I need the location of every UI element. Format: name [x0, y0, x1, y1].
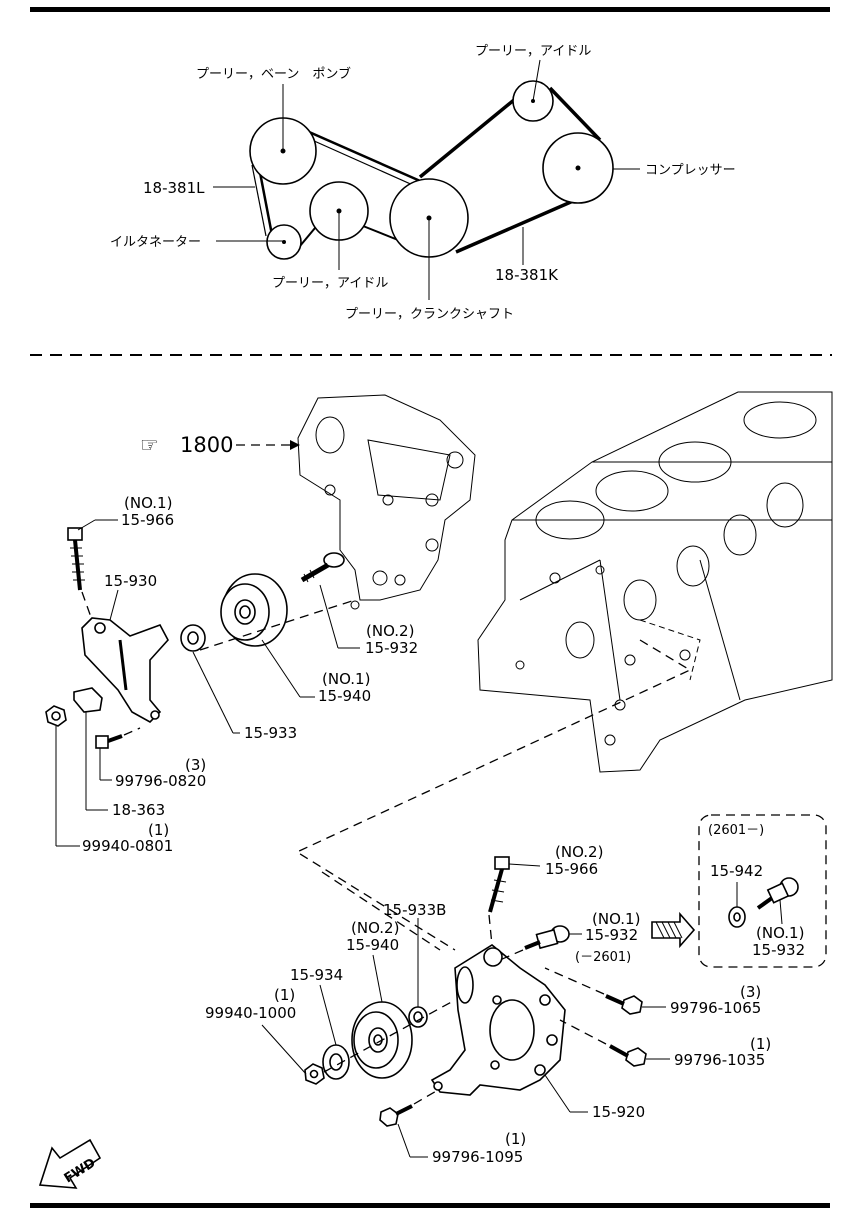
label-idle-pulley-top: プーリー，アイドル — [475, 44, 591, 59]
engine-bracket-1800 — [297, 394, 476, 610]
qty-bolt-15-966-no2: (NO.2) — [555, 843, 603, 861]
label-bolt-15-966-no1: 15-966 — [121, 511, 174, 529]
label-alternator: イルタネーター — [110, 235, 201, 250]
qty-bolt-15-932-no2: (NO.2) — [366, 622, 414, 640]
label-bracket-15-930: 15-930 — [104, 572, 157, 590]
lower-group: (NO.2) 15-966 15-933B (NO.2) 15-940 15-9… — [205, 843, 771, 1166]
belt-diagram: プーリー，ベーン ポンブ プーリー，アイドル コンプレッサー 18-381L イ… — [110, 44, 736, 322]
bolt-99796-1095 — [379, 1104, 413, 1127]
label-belt-18-381K: 18-381K — [495, 266, 559, 284]
inset-arrow — [651, 911, 696, 949]
qty-bolt-15-966-no1: (NO.1) — [124, 494, 172, 512]
label-nut-99940-1000: 99940-1000 — [205, 1004, 296, 1022]
qty-bolt-99796-1065: (3) — [740, 983, 761, 1001]
nut-99940-1000 — [304, 1063, 325, 1085]
label-bolt-15-966-no2: 15-966 — [545, 860, 598, 878]
nut-99940-0801 — [45, 705, 67, 727]
upper-group: (NO.1) 15-966 15-930 (NO.2) 15-932 (NO.1… — [45, 494, 418, 855]
bolt-15-932-no1 — [524, 925, 570, 950]
assembly-dashed-lines — [295, 639, 692, 951]
label-spacer-15-933: 15-933 — [244, 724, 297, 742]
pulley-15-940-no1 — [220, 573, 288, 647]
label-bolt-99796-0820: 99796-0820 — [115, 772, 206, 790]
inset-2601: (2601－) 15-942 (NO.1) 15-932 — [698, 814, 827, 968]
label-washer-15-942: 15-942 — [710, 862, 763, 880]
clip-18-363 — [73, 687, 103, 713]
label-bolt-15-932-no1: 15-932 — [585, 926, 638, 944]
range-bolt-15-932-no1: (－2601) — [575, 950, 631, 965]
qty-nut-99940-1000: (1) — [274, 986, 295, 1004]
engine-block — [477, 391, 833, 773]
inset-bolt-15-932 — [756, 877, 799, 910]
label-belt-18-381L: 18-381L — [143, 179, 205, 197]
label-crankshaft-pulley: プーリー，クランクシャフト — [345, 307, 514, 322]
label-pulley-15-940-no2: 15-940 — [346, 936, 399, 954]
bottom-border — [30, 1203, 830, 1208]
label-bracket-15-920: 15-920 — [592, 1103, 645, 1121]
bracket-15-920 — [430, 944, 566, 1096]
label-spacer-15-933B: 15-933B — [383, 901, 446, 919]
qty-nut-99940-0801: (1) — [148, 821, 169, 839]
bolt-15-966-no2 — [488, 856, 510, 913]
qty-bolt-99796-0820: (3) — [185, 756, 206, 774]
label-nut-99940-0801: 99940-0801 — [82, 837, 173, 855]
qty-bolt-99796-1035: (1) — [750, 1035, 771, 1053]
label-bolt-99796-1095: 99796-1095 — [432, 1148, 523, 1166]
inset-range: (2601－) — [708, 823, 764, 838]
bolt-99796-1065 — [605, 994, 643, 1015]
fwd-arrow: FWD — [38, 1138, 102, 1189]
qty-bolt-15-932-no1: (NO.1) — [592, 910, 640, 928]
bolt-15-966-no1 — [67, 527, 85, 591]
ref-1800: 1800 — [180, 433, 233, 457]
bolt-15-932-no2 — [300, 552, 345, 583]
label-idle-pulley-bottom: プーリー，アイドル — [272, 276, 388, 291]
label-bolt-99796-1035: 99796-1035 — [674, 1051, 765, 1069]
ref-icon: ☞ — [140, 433, 159, 457]
label-inset-bolt-15-932: 15-932 — [752, 941, 805, 959]
qty-pulley-15-940-no2: (NO.2) — [351, 919, 399, 937]
qty-bolt-99796-1095: (1) — [505, 1130, 526, 1148]
label-pulley-15-940-no1: 15-940 — [318, 687, 371, 705]
bolt-99796-1035 — [609, 1044, 647, 1067]
label-washer-15-934: 15-934 — [290, 966, 343, 984]
belt-18-381K — [418, 86, 602, 254]
qty-pulley-15-940-no1: (NO.1) — [322, 670, 370, 688]
label-clip-18-363: 18-363 — [112, 801, 165, 819]
label-bolt-15-932-no2: 15-932 — [365, 639, 418, 657]
top-border — [30, 7, 830, 12]
washer-15-934 — [322, 1044, 350, 1080]
label-compressor: コンプレッサー — [645, 163, 736, 178]
bolt-99796-0820 — [95, 734, 123, 749]
qty-inset-bolt-15-932: (NO.1) — [756, 924, 804, 942]
label-bolt-99796-1065: 99796-1065 — [670, 999, 761, 1017]
label-vane-pump-pulley: プーリー，ベーン ポンブ — [196, 66, 351, 82]
